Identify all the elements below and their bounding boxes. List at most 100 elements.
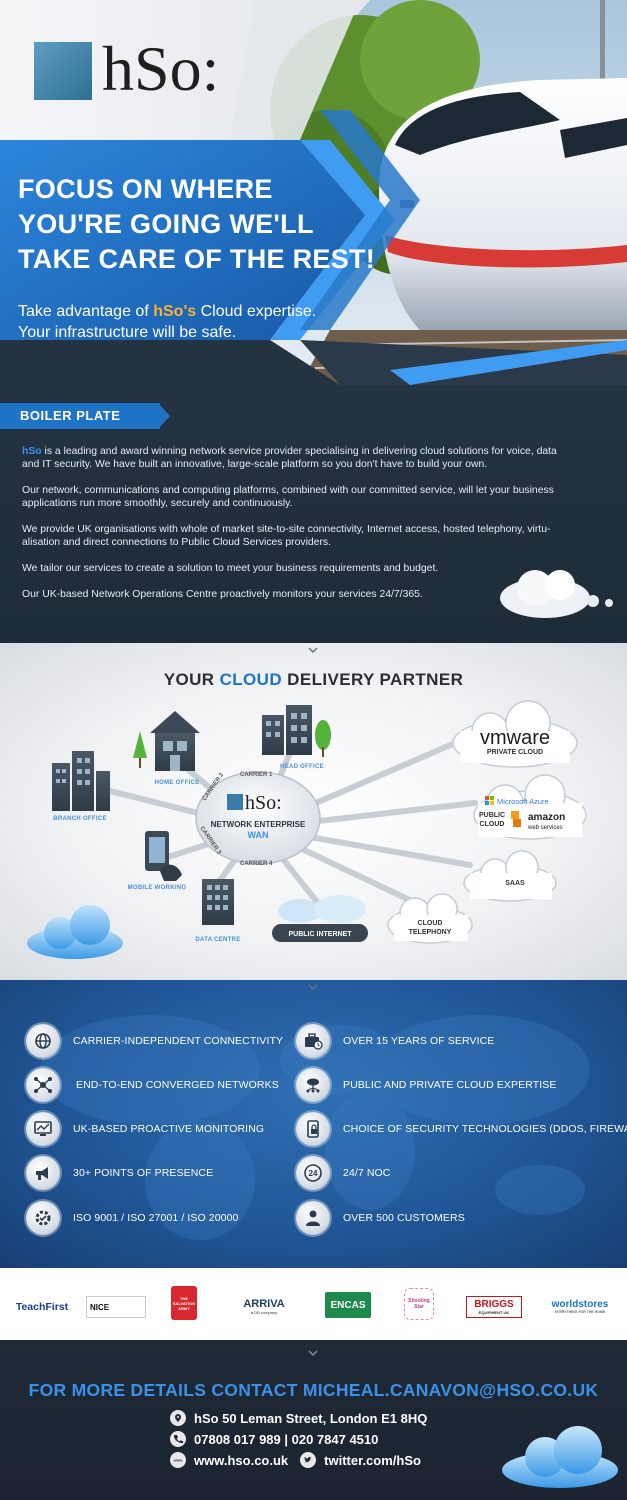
website-link[interactable]: www.hso.co.uk (194, 1452, 289, 1468)
boiler-brand: hSo (22, 446, 42, 457)
boiler-plate-section: BOILER PLATE hSo is a leading and award … (0, 385, 627, 652)
public-internet-label: PUBLIC INTERNET (289, 931, 353, 938)
hero-sub-pre: Take advantage of (18, 303, 154, 320)
data-centre-icon (202, 879, 234, 925)
telephony-label-2: TELEPHONY (409, 929, 452, 936)
decorative-cloud-icon (27, 905, 123, 959)
contact-phone[interactable]: 07808 017 989 | 020 7847 4510 (170, 1430, 378, 1448)
telephony-cloud-icon (387, 893, 473, 944)
twitter-icon (300, 1452, 317, 1468)
monitor-icon (26, 1112, 60, 1146)
clock-24-icon: 24 (296, 1156, 330, 1190)
hero-subtitle: Take advantage of hSo's Cloud expertise.… (18, 301, 348, 343)
section-chevron-down-icon (308, 647, 318, 654)
boiler-paragraph-4: We tailor our services to create a solut… (22, 563, 439, 574)
hero-sub-brand: hSo's (153, 303, 197, 320)
nice-logo[interactable]: NICE (86, 1296, 146, 1318)
gear-check-icon (26, 1201, 60, 1235)
twitter-link[interactable]: twitter.com/hSo (324, 1452, 421, 1468)
contact-links: www www.hso.co.uk twitter.com/hSo (170, 1451, 421, 1469)
network-diagram: hSo: NETWORK ENTERPRISE WAN CARRIER 1 CA… (27, 700, 587, 959)
arriva-logo[interactable]: ARRIVA a DB company (243, 1297, 285, 1315)
saas-label: SAAS (505, 880, 525, 887)
megaphone-icon (26, 1156, 60, 1190)
briefcase-clock-icon (296, 1024, 330, 1058)
contact-address: hSo 50 Leman Street, London E1 8HQ (170, 1409, 427, 1427)
amazon-sub: web services (527, 825, 563, 831)
customer-person-icon (296, 1201, 330, 1235)
data-centre-label: DATA CENTRE (195, 937, 240, 943)
amazon-label: amazon (528, 812, 565, 823)
headline-line-1: FOCUS ON WHERE (18, 174, 273, 204)
decorative-cloud-icon (502, 1426, 618, 1488)
cloud-delivery-title: YOUR CLOUD DELIVERY PARTNER (163, 670, 464, 689)
boiler-paragraph-2: Our network, communications and computin… (22, 485, 554, 509)
hero-banner: hSo: FOCUS ON WHERE YOU'RE GOING WE'LL T… (0, 0, 627, 385)
partner-logos: TeachFirst NICE THE SALVATION ARMY ARRIV… (0, 1268, 627, 1340)
head-office-icon (262, 705, 331, 757)
headline-line-2: YOU'RE GOING WE'LL (18, 209, 314, 239)
azure-logo-icon (485, 796, 494, 805)
public-internet-icon (272, 895, 368, 942)
converged-network-icon (26, 1068, 60, 1102)
phone-icon (170, 1431, 186, 1447)
vmware-cloud-icon (452, 700, 578, 768)
location-pin-icon (170, 1410, 186, 1426)
salvation-army-logo[interactable]: THE SALVATION ARMY (171, 1286, 197, 1320)
phone-lock-icon (296, 1112, 330, 1146)
web-icon: www (170, 1452, 186, 1468)
contact-email-heading[interactable]: FOR MORE DETAILS CONTACT MICHEAL.CANAVON… (28, 1380, 599, 1400)
hub-logo: hSo: (245, 792, 282, 814)
hub-logo-square-icon (227, 794, 243, 810)
public-cloud-label-1: PUBLIC (479, 812, 505, 819)
hub-label-2: WAN (248, 830, 269, 840)
hub-label-1: NETWORK ENTERPRISE (211, 820, 306, 829)
hero-sub-line-2: Your infrastructure will be safe. (18, 324, 237, 341)
hero-headline: FOCUS ON WHERE YOU'RE GOING WE'LL TAKE C… (18, 172, 376, 277)
home-office-label: HOME OFFICE (155, 780, 200, 786)
head-office-label: HEAD OFFICE (280, 764, 324, 770)
saas-cloud-icon (463, 850, 557, 902)
section-chevron-down-icon (308, 984, 318, 991)
boiler-tab-arrow (158, 403, 170, 429)
logo-square-icon (34, 42, 92, 100)
contact-section: FOR MORE DETAILS CONTACT MICHEAL.CANAVON… (0, 1340, 627, 1500)
headline-line-3: TAKE CARE OF THE REST! (18, 244, 376, 274)
briggs-logo[interactable]: BRIGGS EQUIPMENT UK (466, 1296, 522, 1318)
boiler-paragraph-3: We provide UK organisations with whole o… (22, 524, 551, 548)
carrier-4-label: CARRIER 4 (240, 861, 273, 867)
home-office-icon (133, 711, 200, 771)
public-cloud-label-2: CLOUD (480, 821, 505, 828)
shooting-star-logo[interactable]: Shooting Star (404, 1288, 434, 1320)
mobile-working-label: MOBILE WORKING (128, 885, 187, 891)
features-section: CARRIER-INDEPENDENT CONNECTIVITY END-TO-… (0, 980, 627, 1268)
vmware-sub: PRIVATE CLOUD (487, 749, 543, 756)
boiler-paragraph-1: hSo is a leading and award winning netwo… (22, 446, 557, 470)
hero-background (0, 0, 627, 385)
branch-office-label: BRANCH OFFICE (53, 816, 107, 822)
section-chevron-down-icon (308, 1350, 318, 1357)
vmware-logo: vmware (480, 727, 550, 749)
svg-text:www: www (173, 1459, 182, 1463)
network-globe-icon (26, 1024, 60, 1058)
encas-logo[interactable]: ENCAS (325, 1292, 371, 1318)
boiler-paragraph-5: Our UK-based Network Operations Centre p… (22, 589, 423, 600)
boiler-plate-tab: BOILER PLATE (0, 403, 160, 429)
public-cloud-icon (473, 774, 587, 840)
hero-sub-post: Cloud expertise. (196, 303, 317, 320)
amazon-logo-icon (511, 811, 521, 827)
logo-wordmark: hSo: (102, 33, 220, 104)
boiler-plate-text: hSo is a leading and award winning netwo… (22, 445, 612, 614)
cloud-decoration-icon (500, 570, 613, 618)
branch-office-icon (52, 751, 110, 811)
carrier-1-label: CARRIER 1 (240, 772, 273, 778)
svg-text:24: 24 (309, 1169, 318, 1178)
worldstores-logo[interactable]: worldstores EVERYTHING FOR THE HOME (551, 1298, 609, 1314)
hso-logo[interactable]: hSo: (34, 34, 264, 104)
azure-label: Microsoft Azure (497, 797, 549, 806)
cloud-network-icon (296, 1068, 330, 1102)
telephony-label-1: CLOUD (418, 920, 443, 927)
mobile-working-icon (145, 831, 182, 881)
teachfirst-logo[interactable]: TeachFirst (12, 1296, 72, 1318)
cloud-delivery-section: YOUR CLOUD DELIVERY PARTNER (0, 643, 627, 980)
